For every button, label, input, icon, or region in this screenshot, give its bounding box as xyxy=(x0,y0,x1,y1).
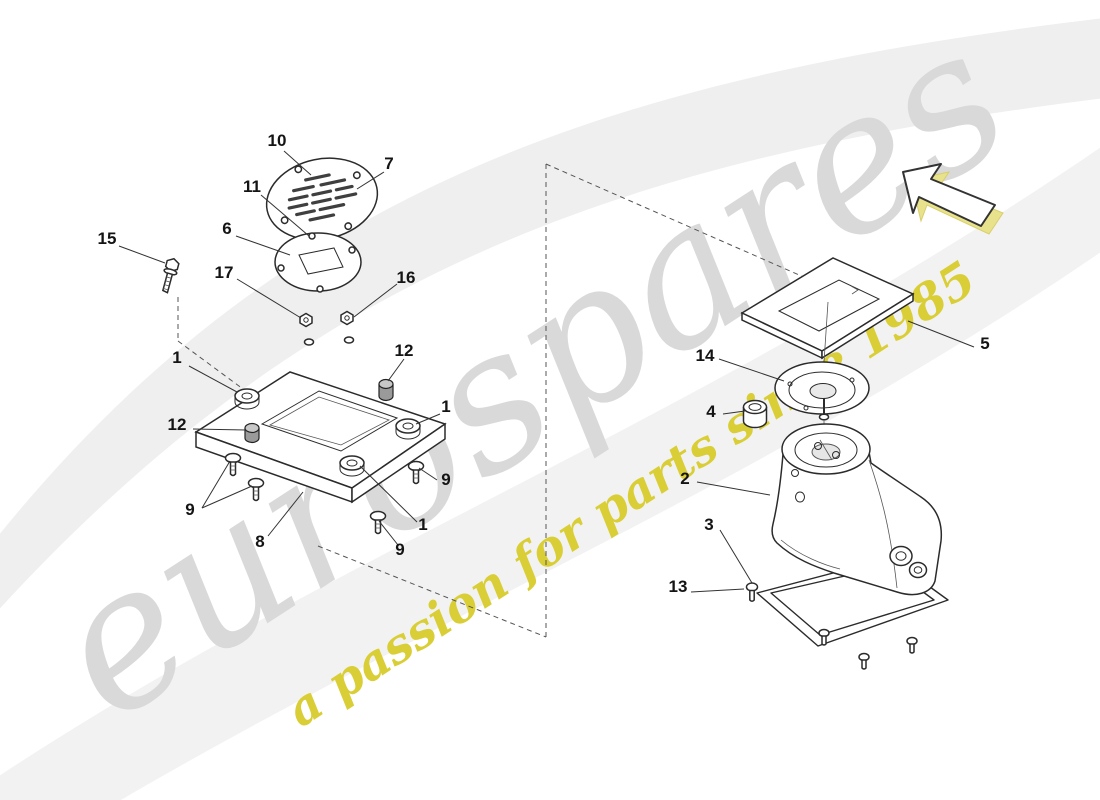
grommet xyxy=(234,388,260,410)
screw xyxy=(224,452,242,477)
callout-11: 11 xyxy=(243,177,261,196)
callout-7: 7 xyxy=(384,154,393,173)
background-swoosh xyxy=(0,18,1100,800)
callout-12a: 12 xyxy=(395,341,414,360)
callout-1b: 1 xyxy=(441,397,450,416)
callout-9c: 9 xyxy=(441,470,450,489)
screw xyxy=(858,652,870,670)
callout-15: 15 xyxy=(98,229,117,248)
callout-8: 8 xyxy=(255,532,264,551)
screw xyxy=(407,460,425,485)
callout-9b: 9 xyxy=(395,540,404,559)
screw xyxy=(745,582,759,602)
housing-screws xyxy=(745,582,918,670)
screw xyxy=(247,477,265,502)
bearing-mount xyxy=(274,232,362,293)
grommet xyxy=(395,418,421,440)
callout-10: 10 xyxy=(268,131,287,150)
callout-13: 13 xyxy=(669,577,688,596)
callout-12b: 12 xyxy=(168,415,187,434)
callout-6: 6 xyxy=(222,219,231,238)
bolt xyxy=(161,257,180,294)
bushing xyxy=(742,399,768,429)
spacer xyxy=(378,378,394,402)
callout-16: 16 xyxy=(397,268,416,287)
callout-1a: 1 xyxy=(172,348,181,367)
callout-3: 3 xyxy=(704,515,713,534)
callout-17: 17 xyxy=(215,263,234,282)
screw xyxy=(818,628,830,646)
callout-9a: 9 xyxy=(185,500,194,519)
screw xyxy=(369,510,387,535)
callout-14: 14 xyxy=(696,346,715,365)
nuts xyxy=(299,310,355,346)
direction-arrow-icon xyxy=(902,163,1004,235)
grommet xyxy=(339,455,365,477)
callout-labels: 10 7 11 6 17 16 15 1 12 1 12 9 8 1 9 9 1… xyxy=(98,131,990,596)
callout-5: 5 xyxy=(980,334,989,353)
selector-housing xyxy=(771,423,943,596)
callout-4: 4 xyxy=(706,402,716,421)
selector-bracket xyxy=(194,371,447,535)
construction-lines xyxy=(177,163,839,638)
screw xyxy=(906,636,918,654)
callout-1c: 1 xyxy=(418,515,427,534)
leader-lines xyxy=(118,150,975,593)
callout-2: 2 xyxy=(680,469,689,488)
spacer xyxy=(244,422,260,444)
boot-retainer xyxy=(774,301,870,432)
